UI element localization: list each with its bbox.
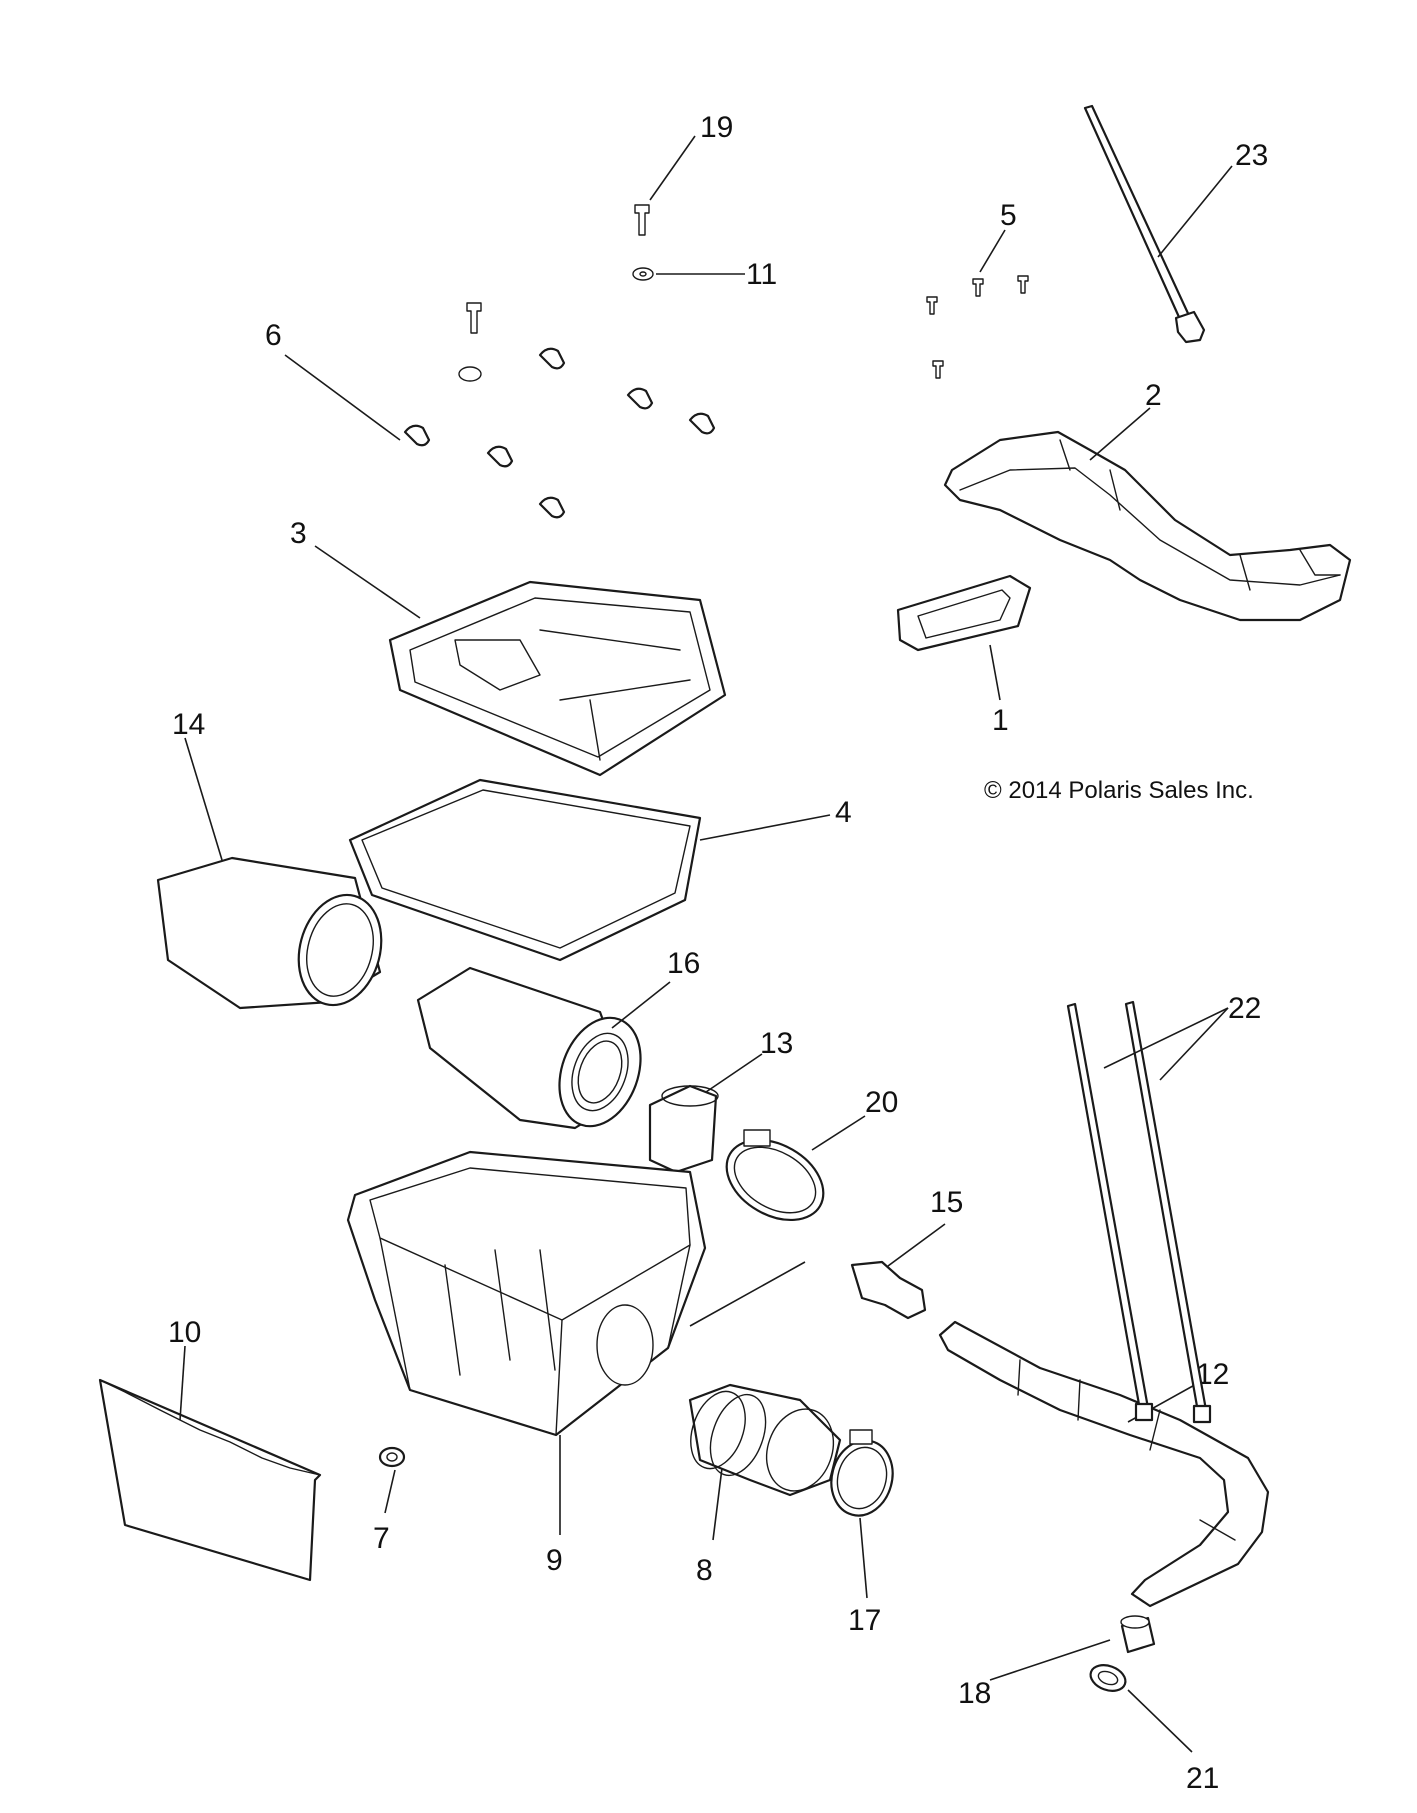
part-14-prefilter: 14 [156, 708, 383, 1010]
callout-5: 5 [1000, 199, 1017, 232]
callout-11: 11 [746, 258, 777, 291]
callout-20: 20 [865, 1086, 898, 1119]
part-8-intake-boot: 8 [688, 1383, 842, 1587]
part-10-shield: 10 [98, 1316, 322, 1582]
part-17-clamp: 17 [830, 1429, 894, 1637]
part-16-air-filter: 16 [416, 947, 700, 1130]
callout-18: 18 [958, 1677, 991, 1710]
callout-6: 6 [265, 319, 282, 352]
part-23-tie-strap: 23 [1083, 104, 1268, 344]
callout-19: 19 [700, 111, 733, 144]
callout-9: 9 [546, 1544, 563, 1577]
part-7-grommet: 7 [373, 1446, 406, 1555]
part-15-fitting: 15 [850, 1186, 963, 1320]
callout-10: 10 [168, 1316, 201, 1349]
part-19-bolt: 19 [634, 111, 733, 236]
part-12-breather-hose: 12 [938, 1320, 1270, 1608]
callout-3: 3 [290, 517, 307, 550]
part-11-washer: 11 [632, 258, 777, 291]
callout-22: 22 [1228, 992, 1261, 1025]
part-22-tie-straps: 22 [1066, 992, 1261, 1424]
callout-15: 15 [930, 1186, 963, 1219]
callout-14: 14 [172, 708, 205, 741]
callout-1: 1 [992, 704, 1009, 737]
copyright-text: © 2014 Polaris Sales Inc. [984, 777, 1254, 804]
part-3-airbox-cover: 3 [290, 517, 727, 777]
callout-8: 8 [696, 1554, 713, 1587]
part-13-coupler: 13 [648, 1027, 793, 1174]
part-5-screws: 5 [926, 199, 1029, 379]
callout-7: 7 [373, 1522, 390, 1555]
callout-21: 21 [1186, 1762, 1219, 1795]
part-20-clamp: 20 [725, 1086, 898, 1222]
callout-17: 17 [848, 1604, 881, 1637]
callout-23: 23 [1235, 139, 1268, 172]
part-4-seal: 4 [348, 778, 852, 962]
part-18-cap: 18 [958, 1615, 1156, 1710]
part-6-clips: 6 [265, 302, 716, 519]
callout-4: 4 [835, 796, 852, 829]
callout-13: 13 [760, 1027, 793, 1060]
callout-16: 16 [667, 947, 700, 980]
part-9-airbox-base: 9 [346, 1150, 806, 1577]
part-2-intake-duct: 2 [943, 379, 1352, 622]
part-1-gasket: 1 [896, 574, 1032, 737]
callout-2: 2 [1145, 379, 1162, 412]
part-21-clamp: 21 [1089, 1664, 1219, 1795]
